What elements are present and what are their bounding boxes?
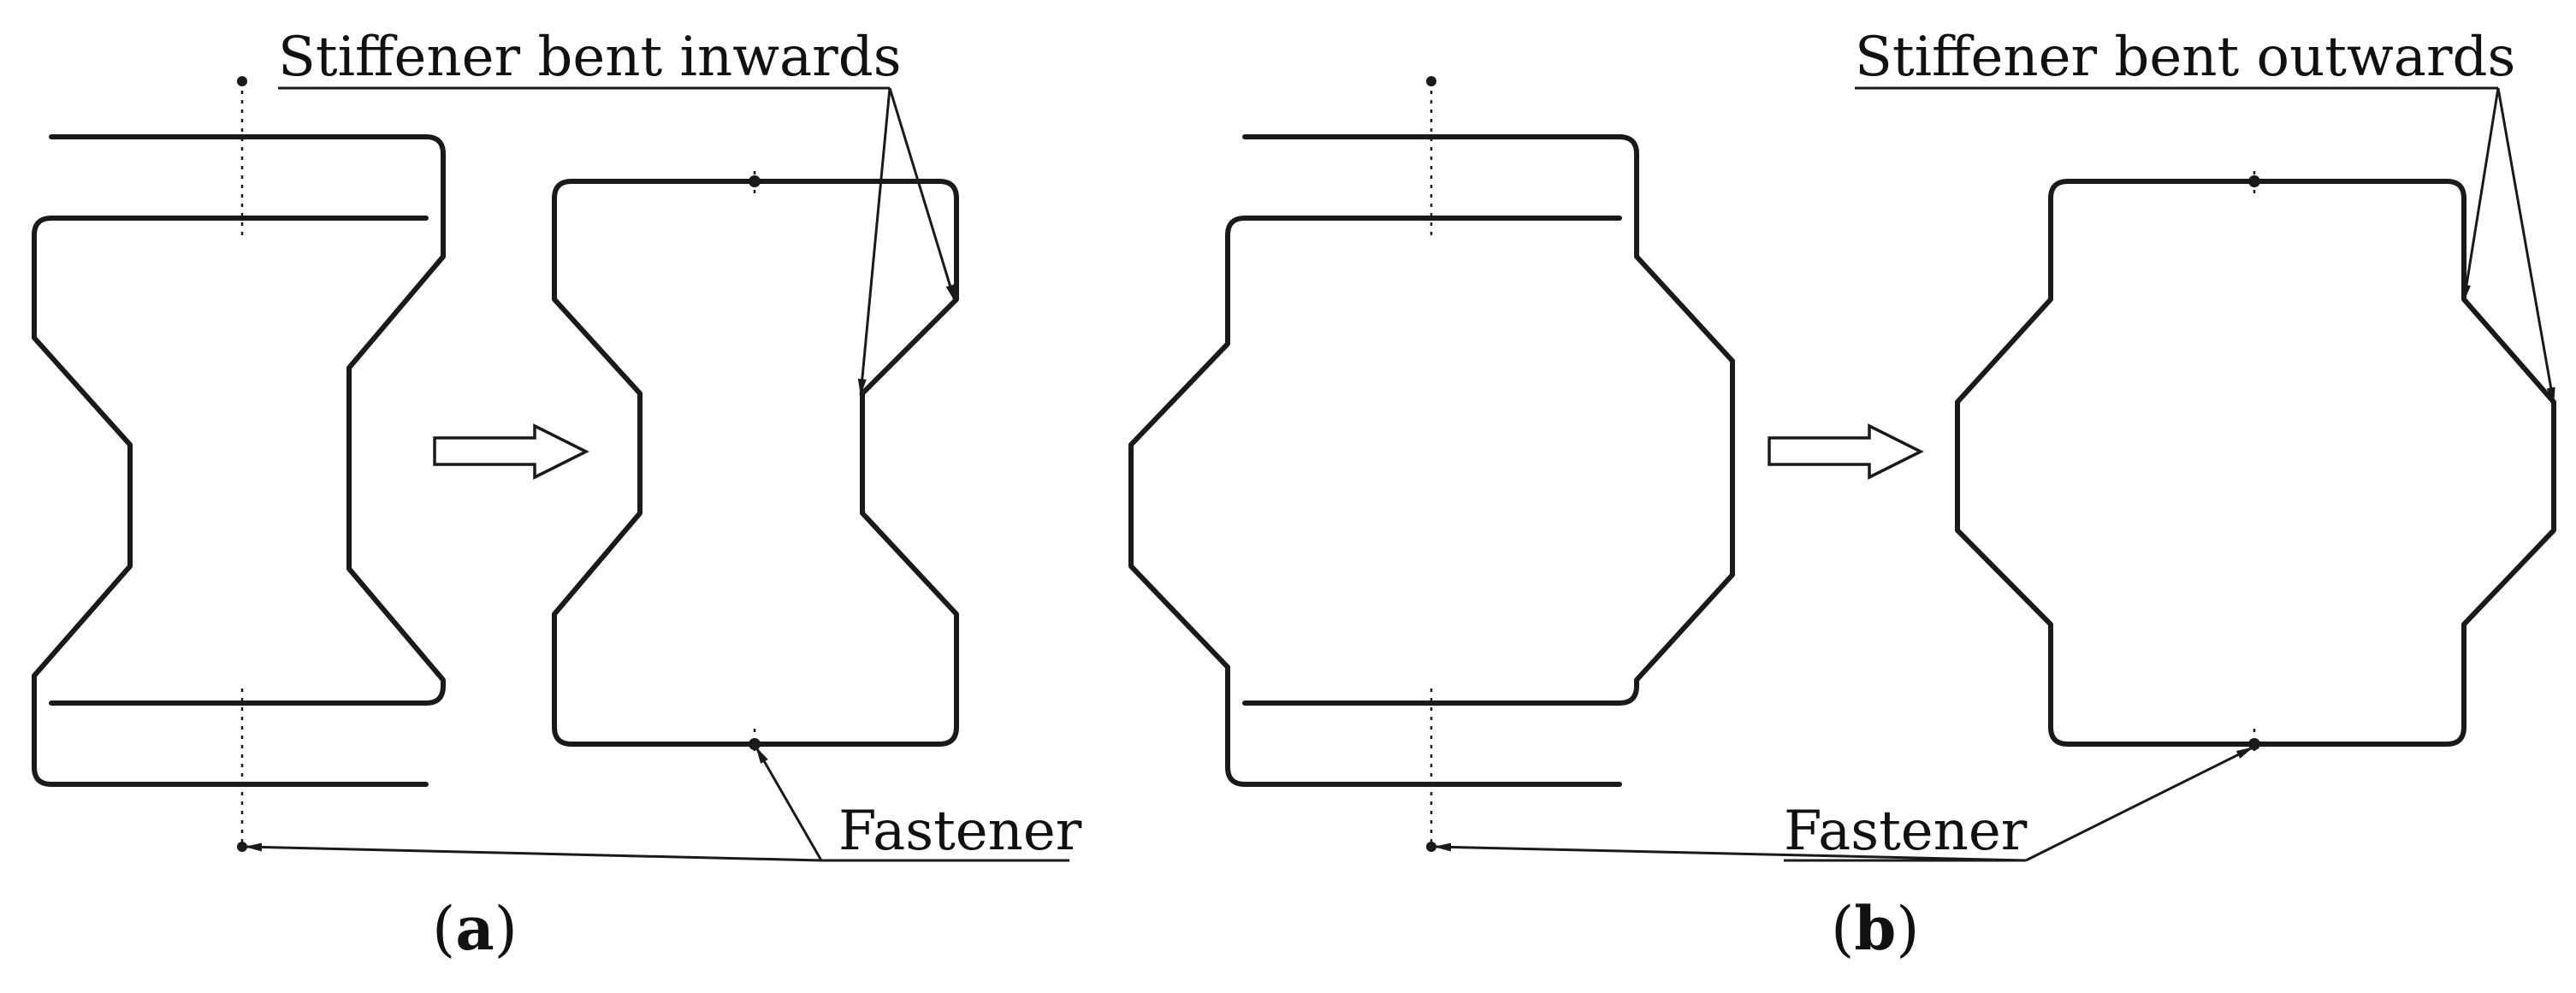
panel-b-initial-section bbox=[1128, 76, 1735, 852]
panel-a-initial-lower-profile bbox=[32, 216, 429, 787]
panel-a-stiffener-leader-upper bbox=[888, 87, 956, 302]
panel-b-stiffener-leader-lower bbox=[2496, 87, 2555, 405]
panel-a-fastener-callout: Fastener bbox=[245, 747, 1082, 863]
panel-a-stiffener-leader-lower bbox=[857, 87, 891, 396]
panel-b-caption-open: ( bbox=[1831, 894, 1854, 964]
panel-a: Stiffener bent inwards Fastener (a) bbox=[32, 26, 1082, 964]
panel-a-fastener-leader-final bbox=[755, 747, 823, 861]
panel-a-final-section bbox=[552, 171, 959, 757]
panel-a-initial-bottom-fastener-head bbox=[237, 842, 247, 852]
panel-b-initial-top-fastener-head bbox=[1426, 76, 1436, 86]
panel-a-final-profile bbox=[552, 179, 959, 747]
panel-b-final-section bbox=[1955, 171, 2556, 757]
panel-a-transition-arrow bbox=[433, 423, 589, 480]
panel-b-final-profile bbox=[1955, 179, 2556, 747]
panel-a-caption-letter: a bbox=[455, 893, 494, 964]
panel-a-caption: (a) bbox=[432, 893, 518, 964]
panel-b-caption-close: ) bbox=[1896, 894, 1919, 964]
panel-a-initial-top-fastener-head bbox=[237, 76, 247, 86]
panel-b-fastener-callout: Fastener bbox=[1434, 746, 2253, 863]
panel-b-fastener-label: Fastener bbox=[1784, 800, 2028, 863]
panel-a-stiffener-callout: Stiffener bent inwards bbox=[278, 26, 956, 396]
panel-b: Stiffener bent outwards Fastener (b) bbox=[1128, 26, 2556, 964]
panel-b-stiffener-leader-upper bbox=[2462, 87, 2500, 302]
panel-b-initial-lower-profile bbox=[1128, 216, 1622, 787]
panel-a-initial-upper-profile bbox=[49, 134, 446, 706]
panel-b-initial-bottom-fastener-head bbox=[1426, 842, 1436, 852]
panel-a-caption-close: ) bbox=[494, 894, 518, 964]
panel-a-fastener-label: Fastener bbox=[838, 800, 1082, 863]
panel-b-caption-letter: b bbox=[1854, 893, 1896, 964]
panel-b-fastener-leader-initial bbox=[1434, 842, 2027, 862]
panel-a-caption-open: ( bbox=[432, 894, 455, 964]
panel-a-fastener-leader-initial bbox=[245, 842, 822, 862]
panel-b-stiffener-label: Stiffener bent outwards bbox=[1855, 26, 2515, 89]
panel-b-transition-arrow bbox=[1768, 423, 1924, 480]
panel-b-caption: (b) bbox=[1831, 893, 1920, 964]
panel-a-stiffener-label: Stiffener bent inwards bbox=[278, 26, 902, 89]
panel-b-stiffener-callout: Stiffener bent outwards bbox=[1855, 26, 2555, 405]
panel-b-fastener-leader-final bbox=[2025, 746, 2253, 862]
panel-a-initial-section bbox=[32, 76, 446, 852]
panel-b-initial-upper-profile bbox=[1242, 134, 1735, 706]
